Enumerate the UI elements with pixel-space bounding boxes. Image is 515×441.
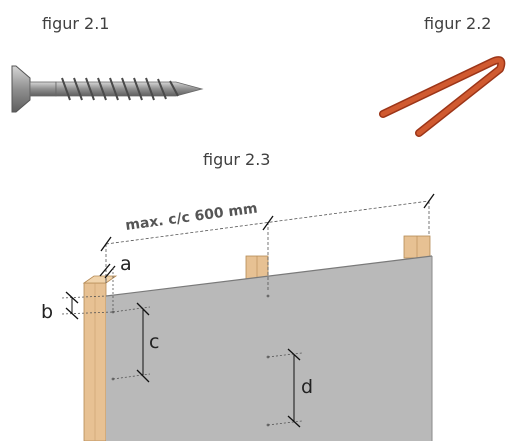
screw-icon xyxy=(11,65,204,113)
dimension-d xyxy=(267,352,303,426)
figure-caption-2-1: figur 2.1 xyxy=(42,14,110,33)
label-c: c xyxy=(149,331,159,353)
figure-caption-2-2: figur 2.2 xyxy=(424,14,492,33)
dimension-b xyxy=(61,295,114,315)
label-a: a xyxy=(120,253,132,275)
label-b: b xyxy=(41,301,53,323)
span-ticks xyxy=(100,193,435,252)
wall-illustration: max. c/c 600 mm a b xyxy=(41,193,435,441)
label-d: d xyxy=(301,376,313,398)
span-dimension-label: max. c/c 600 mm xyxy=(124,200,258,233)
gypsum-board xyxy=(106,256,432,441)
staple-icon xyxy=(379,56,506,137)
figure-caption-2-3: figur 2.3 xyxy=(203,150,271,169)
